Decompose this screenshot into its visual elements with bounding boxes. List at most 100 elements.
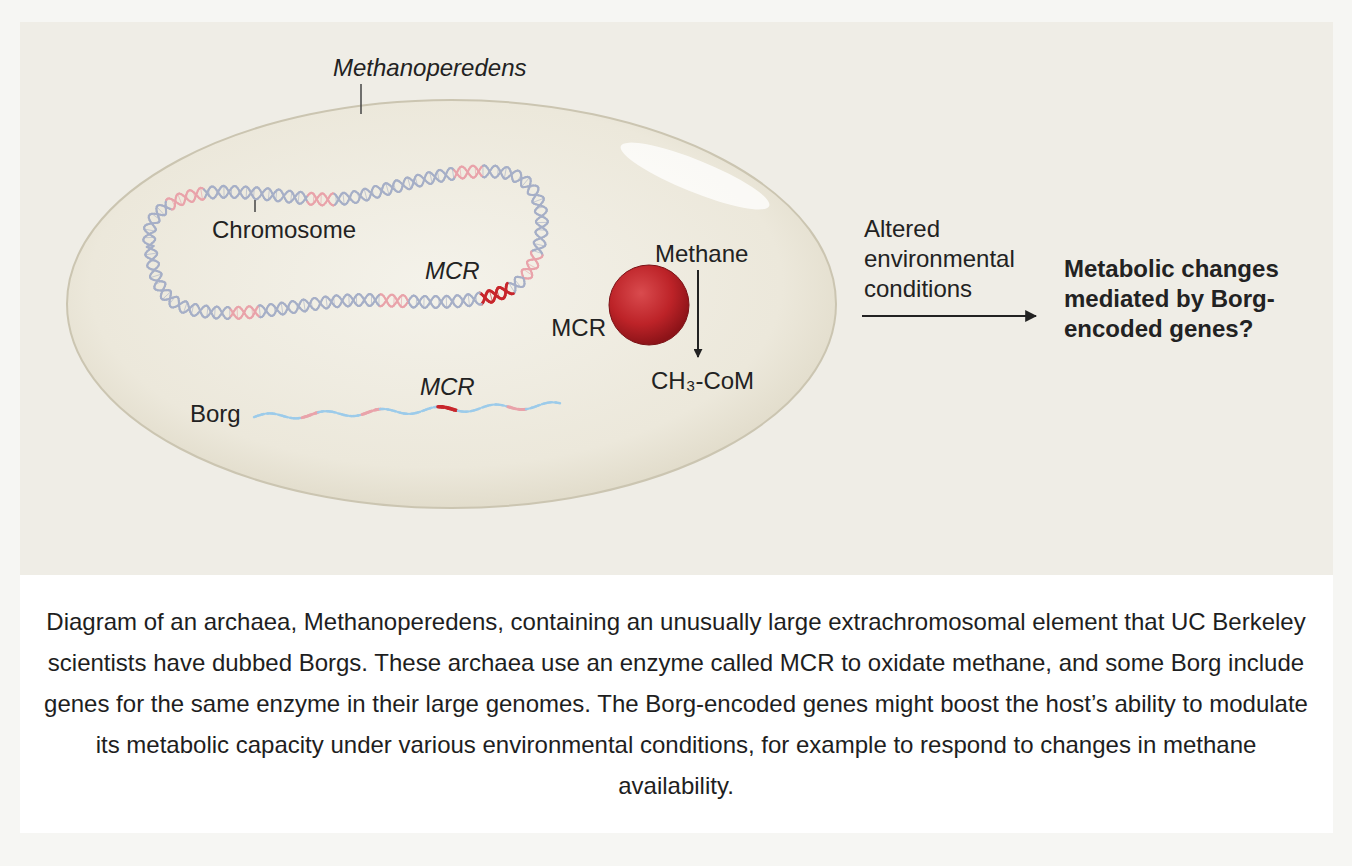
helix-strand — [533, 249, 535, 252]
helix-rung — [335, 195, 336, 203]
helix-strand — [318, 305, 319, 307]
helix-strand — [317, 197, 319, 199]
helix-strand — [537, 224, 539, 225]
helix-strand — [226, 195, 227, 197]
helix-strand — [416, 174, 417, 177]
borg-strand — [412, 412, 414, 415]
helix-strand — [177, 299, 179, 301]
helix-strand — [400, 305, 401, 306]
helix-strand — [219, 187, 220, 189]
borg-strand — [542, 402, 544, 405]
helix-strand — [340, 302, 341, 304]
helix-strand — [146, 256, 148, 257]
helix-strand — [400, 187, 403, 190]
helix-strand — [335, 306, 337, 307]
helix-strand — [323, 306, 325, 308]
helix-strand — [483, 296, 485, 298]
helix-strand — [535, 245, 537, 247]
helix-strand — [168, 301, 170, 304]
helix-strand — [497, 166, 498, 168]
helix-strand — [440, 301, 441, 304]
helix-strand — [174, 201, 176, 204]
helix-strand — [227, 193, 228, 195]
helix-strand — [260, 190, 261, 192]
helix-strand — [319, 303, 320, 306]
helix-strand — [242, 309, 244, 311]
helix-strand — [479, 303, 481, 306]
helix-strand — [402, 294, 404, 296]
helix-strand — [298, 192, 300, 193]
helix-strand — [543, 246, 545, 247]
helix-strand — [296, 194, 298, 196]
helix-strand — [415, 306, 417, 307]
helix-strand — [534, 232, 537, 233]
helix-strand — [536, 203, 539, 206]
helix-rung — [497, 290, 500, 298]
helix-strand — [263, 314, 264, 316]
helix-strand — [530, 252, 533, 253]
helix-rung — [261, 193, 262, 195]
helix-strand — [219, 315, 221, 317]
borg-strand — [556, 401, 558, 404]
helix-strand — [164, 283, 166, 284]
helix-strand — [264, 308, 266, 310]
helix-rung — [467, 171, 468, 172]
helix-rung — [515, 280, 521, 287]
helix-strand — [409, 178, 411, 180]
helix-strand — [376, 185, 378, 188]
helix-strand — [534, 267, 536, 270]
helix-strand — [165, 208, 167, 211]
helix-strand — [312, 204, 314, 205]
helix-rung — [393, 296, 394, 306]
helix-strand — [207, 315, 209, 317]
helix-strand — [149, 248, 152, 249]
helix-strand — [538, 194, 541, 197]
helix-strand — [477, 169, 479, 171]
helix-strand — [338, 305, 339, 308]
helix-strand — [180, 302, 182, 303]
helix-strand — [411, 180, 413, 182]
helix-strand — [400, 295, 402, 296]
helix-strand — [537, 188, 539, 190]
helix-strand — [536, 192, 537, 195]
borg-strand — [512, 406, 514, 410]
helix-strand — [520, 181, 522, 184]
helix-strand — [180, 204, 182, 206]
helix-strand — [422, 183, 423, 185]
borg-strand — [332, 411, 334, 414]
helix-strand — [227, 306, 228, 308]
helix-strand — [526, 261, 529, 262]
helix-strand — [212, 309, 214, 311]
helix-strand — [391, 187, 393, 189]
helix-rung — [536, 222, 548, 223]
helix-strand — [239, 317, 241, 320]
helix-strand — [348, 196, 350, 198]
helix-strand — [474, 166, 476, 167]
helix-strand — [222, 313, 223, 315]
borg-strand — [282, 414, 284, 417]
helix-strand — [232, 186, 234, 188]
helix-strand — [349, 295, 351, 296]
helix-strand — [263, 195, 264, 197]
helix-strand — [489, 170, 490, 173]
helix-strand — [545, 234, 548, 235]
helix-strand — [420, 175, 422, 176]
helix-rung — [199, 310, 200, 312]
helix-strand — [305, 196, 306, 199]
helix-strand — [523, 186, 525, 188]
helix-strand — [314, 308, 316, 311]
helix-strand — [476, 174, 477, 176]
helix-rung — [276, 190, 277, 200]
helix-strand — [179, 309, 182, 311]
helix-strand — [326, 200, 328, 202]
helix-strand — [278, 188, 279, 190]
helix-strand — [190, 306, 192, 308]
helix-strand — [277, 305, 278, 307]
borg-strand — [532, 406, 534, 409]
helix-strand — [360, 195, 362, 197]
helix-strand — [535, 194, 538, 196]
helix-strand — [537, 247, 539, 249]
helix-strand — [156, 214, 159, 217]
helix-rung — [289, 305, 291, 311]
helix-strand — [185, 192, 188, 194]
